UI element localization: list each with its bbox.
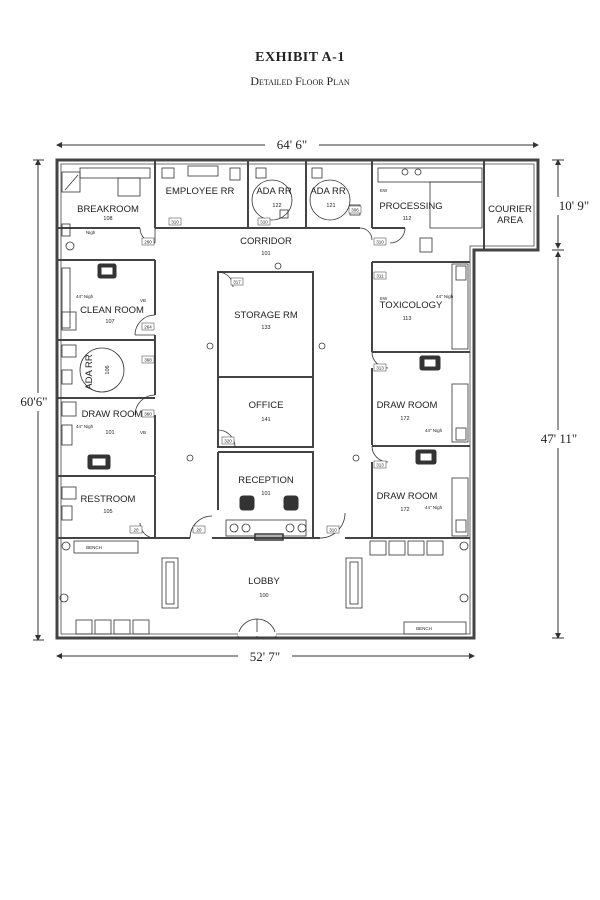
door-tag-3: 306 [351,208,359,213]
dimension-labels: 64' 6" 52' 7" 60'6" 10' 9" 47' 11" [12,135,596,665]
note-ew-toxicology: EW [380,296,388,301]
door-tag-2: 310 [260,220,268,225]
room-draw-room-right-2-label: DRAW ROOM [377,491,438,502]
note-ew-processing: EW [380,188,388,193]
door-tag-11: 360 [144,412,152,417]
room-lobby-label: LOBBY [248,576,280,587]
door-tag-9: 368 [144,358,152,363]
door-tag-8: 264 [144,325,152,330]
room-office-label: OFFICE [249,400,284,411]
room-corridor-number: 101 [261,251,270,257]
door-tags: 310 310 306 310 260 317 311 264 368 313 … [129,205,387,534]
door-tag-10: 313 [376,366,384,371]
room-storage-rm-label: STORAGE RM [234,310,298,321]
door-tag-4: 310 [376,240,384,245]
door-tag-16: 310 [329,528,337,533]
room-breakroom-label: BREAKROOM [77,204,139,215]
dim-left-height: 60'6" [20,394,47,409]
room-employee-rr-label: EMPLOYEE RR [166,186,235,197]
dim-right-upper-height: 10' 9" [559,198,589,213]
dim-right-lower-height: 47' 11" [541,431,577,446]
room-ada-rr-3-number: 106 [105,365,111,374]
door-tag-14: 20 [133,528,139,533]
benches: BENCH BENCH [73,540,467,635]
note-nigh-toxicology: 44" Nigh [436,294,454,299]
dim-bottom-width: 52' 7" [250,649,280,664]
room-draw-room-right-1-number: 172 [400,416,409,422]
room-reception-number: 101 [261,491,270,497]
room-processing-number: 112 [403,216,412,222]
door-tag-15: 20 [196,528,202,533]
room-corridor-label: CORRIDOR [240,236,292,247]
doors [134,227,406,639]
room-ada-rr-1-label: ADA RR [256,186,292,197]
interior-walls [57,160,485,539]
door-tag-7: 311 [376,274,384,279]
room-draw-room-right-1-label: DRAW ROOM [377,400,438,411]
room-labels: BREAKROOM 108 EMPLOYEE RR ADA RR 122 ADA… [77,186,532,599]
room-courier-area-label-line2: AREA [497,215,524,226]
outer-walls [55,158,540,640]
room-draw-room-left-number: 101 [105,430,114,436]
note-nigh-breakroom: Nigh [86,230,96,235]
room-ada-rr-2-number: 121 [326,203,335,209]
bench-top-label: BENCH [86,545,102,550]
room-processing-label: PROCESSING [379,201,442,212]
room-clean-room-label: CLEAN ROOM [80,305,144,316]
room-restroom-number: 105 [103,509,112,515]
room-ada-rr-1-number: 122 [272,203,281,209]
fixtures [59,165,483,635]
note-vb-draw: VB [140,430,146,435]
note-nigh-draw-left: 44" Nigh [76,424,94,429]
room-lobby-number: 100 [259,593,268,599]
room-toxicology-number: 113 [403,316,412,322]
note-nigh-draw-right-1: 44" Nigh [425,428,443,433]
bench-bottom-label: BENCH [416,626,432,631]
door-tag-5: 260 [144,240,152,245]
room-ada-rr-3-label: ADA RR [84,354,95,390]
room-reception-label: RECEPTION [238,475,294,486]
room-toxicology-label: TOXICOLOGY [380,300,443,311]
room-restroom-label: RESTROOM [81,494,136,505]
exhibit-title: EXHIBIT A-1 [255,50,345,65]
note-nigh-clean-room: 44" Nigh [76,294,94,299]
room-draw-room-right-2-number: 172 [400,507,409,513]
fixture-notes: Nigh 44" Nigh 44" Nigh 44" Nigh 44" Nigh… [76,188,454,510]
chairs [87,263,441,511]
door-tag-13: 313 [376,463,384,468]
door-tag-1: 310 [171,220,179,225]
room-breakroom-number: 108 [103,216,112,222]
room-office-number: 141 [261,417,270,423]
dim-top-width: 64' 6" [277,137,307,152]
door-tag-12: 320 [224,439,232,444]
door-tag-6: 317 [233,280,241,285]
room-courier-area-label-line1: COURIER [488,204,532,215]
room-storage-rm-number: 133 [261,325,270,331]
exhibit-subtitle: Detailed Floor Plan [250,74,350,88]
note-nigh-draw-right-2: 44" Nigh [425,505,443,510]
note-vb-clean: VB [140,298,146,303]
room-ada-rr-2-label: ADA RR [310,186,346,197]
room-clean-room-number: 107 [105,319,114,325]
room-draw-room-left-label: DRAW ROOM [82,409,143,420]
